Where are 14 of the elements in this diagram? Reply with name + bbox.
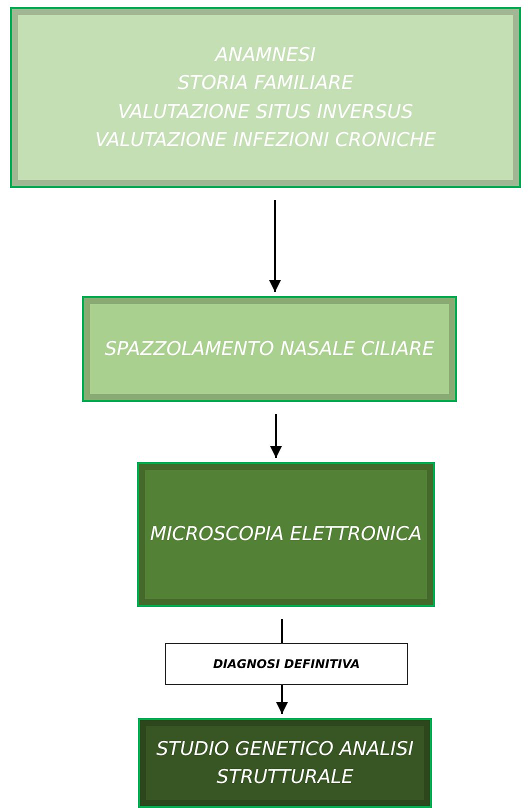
edge-label: DIAGNOSI DEFINITIVA: [165, 642, 408, 684]
process-box: [137, 462, 435, 607]
box-text: MICROSCOPIA ELETTRONICA: [150, 522, 422, 548]
box-text: VALUTAZIONE INFEZIONI CRONICHE: [95, 128, 436, 153]
box-text: STUDIO GENETICO ANALISI STRUTTURALE: [155, 736, 415, 790]
process-box: [82, 296, 457, 402]
box-text: STORIA FAMILIARE: [178, 71, 354, 96]
process-box: [138, 718, 432, 808]
box-text: SPAZZOLAMENTO NASALE CILIARE: [104, 336, 434, 362]
arrow: [269, 200, 281, 292]
box-text: ANAMNESI: [215, 42, 316, 68]
process-box: [10, 7, 521, 188]
box-text: VALUTAZIONE SITUS INVERSUS: [118, 100, 414, 124]
arrow: [270, 414, 282, 458]
